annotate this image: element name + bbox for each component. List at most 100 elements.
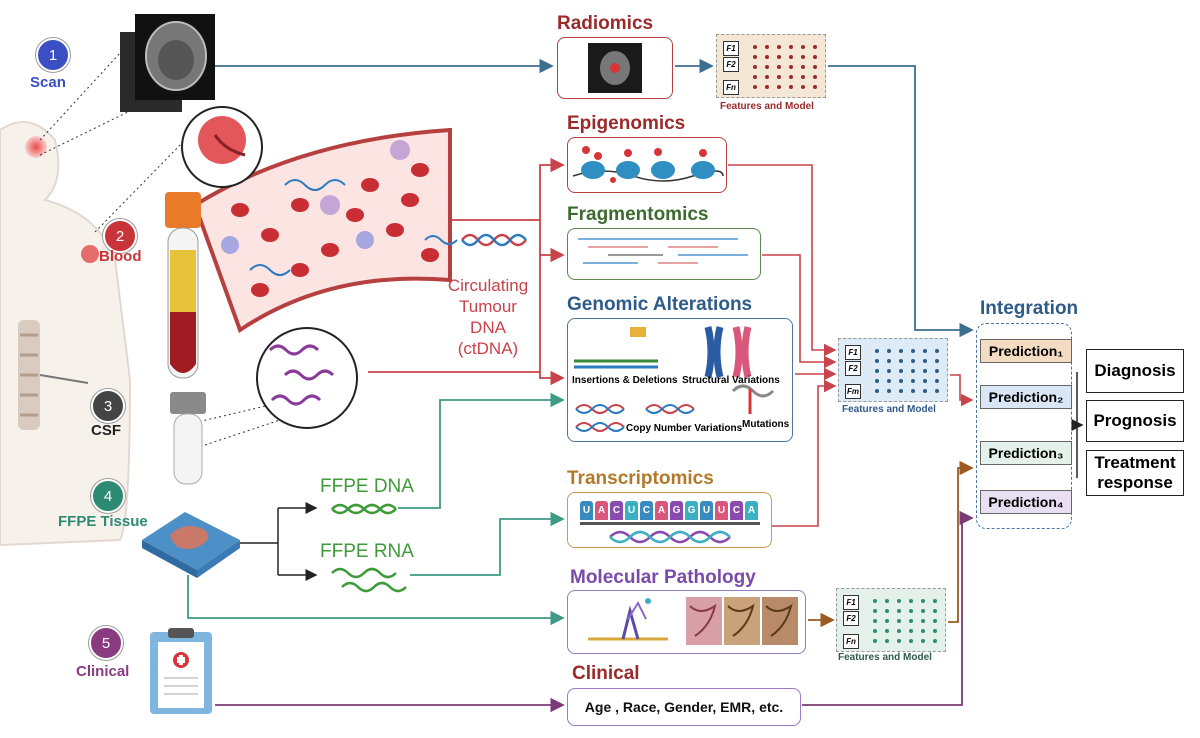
molpath-title: Molecular Pathology [570, 567, 756, 588]
nucleosome-illustration [572, 146, 724, 183]
features-model-top-label: Features and Model [720, 101, 814, 112]
rna-letter: U [700, 501, 713, 520]
features-model-mid-label: Features and Model [842, 404, 936, 415]
ffpe-rna-label: FFPE RNA [320, 541, 414, 562]
source-number-5: 5 [89, 626, 123, 660]
genomic-box: Insertions & Deletions Structural Variat… [567, 318, 793, 442]
network-node [885, 609, 889, 613]
source-number-4: 4 [91, 479, 125, 513]
feature-f1-bottom: F1 [843, 595, 859, 610]
network-node [909, 599, 913, 603]
output-diagnosis: Diagnosis [1086, 349, 1184, 393]
insertions-deletions-label: Insertions & Deletions [572, 375, 678, 386]
mri-scan-image [120, 14, 215, 112]
network-node [935, 389, 939, 393]
network-node [753, 65, 757, 69]
molpath-box [567, 590, 806, 654]
network-node [933, 619, 937, 623]
feature-fn-bottom: Fn [843, 634, 859, 649]
network-node [801, 55, 805, 59]
genomic-illustrations [574, 326, 775, 432]
network-node [801, 75, 805, 79]
network-node [923, 369, 927, 373]
network-node [777, 75, 781, 79]
network-node [911, 379, 915, 383]
structural-variations-label: Structural Variations [682, 375, 780, 386]
ffpe-dna-helix [331, 503, 397, 515]
network-node [875, 379, 879, 383]
network-node [899, 359, 903, 363]
network-node [933, 639, 937, 643]
network-node [885, 619, 889, 623]
integration-title: Integration [980, 298, 1079, 319]
network-node [753, 75, 757, 79]
network-node [887, 379, 891, 383]
network-node [899, 369, 903, 373]
rna-letter: G [670, 501, 683, 520]
genomic-title: Genomic Alterations [567, 294, 753, 315]
network-node [801, 45, 805, 49]
network-node [873, 609, 877, 613]
source-number-2: 2 [103, 219, 137, 253]
network-node [789, 55, 793, 59]
network-node [935, 369, 939, 373]
features-model-top: F1 F2 Fn [716, 34, 826, 98]
ctdna-label: Circulating Tumour DNA (ctDNA) [438, 275, 538, 359]
network-node [887, 349, 891, 353]
network-node [813, 55, 817, 59]
network-node [921, 639, 925, 643]
feature-f1-mid: F1 [845, 345, 861, 360]
blood-vessel [192, 127, 458, 334]
network-node [777, 65, 781, 69]
network-node [875, 349, 879, 353]
ctdna-line-1: Circulating [447, 276, 529, 295]
blood-draw-spot [81, 245, 99, 263]
ctdna-line-2: Tumour [459, 297, 517, 316]
network-node [789, 65, 793, 69]
network-node [897, 639, 901, 643]
source-number-3: 3 [91, 389, 125, 423]
network-node [765, 75, 769, 79]
csf-tube-icon [170, 392, 206, 485]
network-node [789, 45, 793, 49]
network-node [923, 389, 927, 393]
rna-letter: A [745, 501, 758, 520]
network-node [813, 75, 817, 79]
source-number-1: 1 [36, 38, 70, 72]
rna-letter: C [640, 501, 653, 520]
network-node [911, 369, 915, 373]
treatment-line-2: response [1097, 473, 1173, 492]
network-node [765, 65, 769, 69]
network-node [885, 639, 889, 643]
ffpe-slide-icon [142, 512, 240, 578]
ffpe-rna-strands [331, 567, 407, 593]
transcriptomics-title: Transcriptomics [567, 468, 714, 489]
fragments-illustration [578, 238, 748, 264]
rna-strand-illustration [609, 530, 731, 544]
feature-f1-top: F1 [723, 41, 739, 56]
blood-tube-icon [165, 192, 201, 379]
radiomics-mri-thumb [588, 43, 642, 93]
network-node [873, 629, 877, 633]
network-node [813, 45, 817, 49]
network-node [885, 599, 889, 603]
network-node [897, 599, 901, 603]
network-node [813, 85, 817, 89]
fragmentomics-title: Fragmentomics [567, 204, 709, 225]
ffpe-dna-label: FFPE DNA [320, 476, 414, 497]
rna-letter: U [715, 501, 728, 520]
output-treatment-response: Treatment response [1086, 450, 1184, 496]
features-model-bottom: F1 F2 Fn [836, 588, 946, 652]
features-model-bottom-label: Features and Model [838, 652, 932, 663]
network-node [935, 359, 939, 363]
network-node [933, 599, 937, 603]
network-node [873, 639, 877, 643]
network-node [911, 349, 915, 353]
radiomics-box [557, 37, 673, 99]
source-label-blood: Blood [99, 248, 142, 265]
feature-f2-mid: F2 [845, 361, 861, 376]
network-node [921, 609, 925, 613]
rna-letter: C [730, 501, 743, 520]
rna-letter: U [625, 501, 638, 520]
